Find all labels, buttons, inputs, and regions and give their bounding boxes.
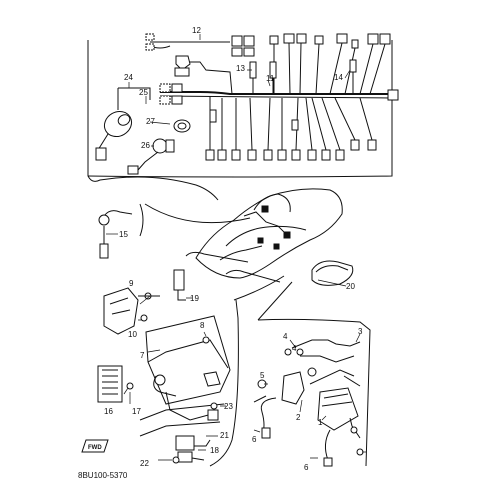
label-2: 2 — [296, 413, 301, 422]
fwd-mark-text: FWD — [88, 445, 102, 451]
label-25: 25 — [139, 88, 148, 97]
label-4b: 4 — [292, 344, 297, 353]
label-16: 16 — [104, 407, 113, 416]
footer-code: 8BU100-5370 — [78, 471, 128, 480]
wire-harness-panel — [87, 33, 399, 201]
part-labels: 12 13 11 14 24 25 27 26 15 20 9 19 10 8 … — [104, 26, 363, 472]
label-13: 13 — [236, 64, 245, 73]
label-8: 8 — [200, 321, 205, 330]
label-23: 23 — [224, 402, 233, 411]
label-15: 15 — [119, 230, 128, 239]
label-22: 22 — [140, 459, 149, 468]
label-26: 26 — [141, 141, 150, 150]
label-18: 18 — [210, 446, 219, 455]
label-19: 19 — [190, 294, 199, 303]
label-24: 24 — [124, 73, 133, 82]
label-6a: 6 — [252, 435, 257, 444]
label-7: 7 — [140, 351, 145, 360]
ignition-coil-group — [253, 318, 371, 467]
cdi-unit-group — [81, 269, 239, 467]
label-27: 27 — [146, 117, 155, 126]
label-6b: 6 — [304, 463, 309, 472]
snowmobile-outline — [144, 188, 354, 321]
label-1: 1 — [318, 418, 323, 427]
label-4a: 4 — [283, 332, 288, 341]
label-5a: 5 — [260, 371, 265, 380]
label-10: 10 — [128, 330, 137, 339]
label-14: 14 — [334, 73, 343, 82]
label-3: 3 — [358, 327, 363, 336]
label-9: 9 — [129, 279, 134, 288]
label-20: 20 — [346, 282, 355, 291]
label-11: 11 — [266, 74, 275, 83]
part-15-sensor — [98, 203, 144, 259]
label-21: 21 — [220, 431, 229, 440]
label-12: 12 — [192, 26, 201, 35]
label-17: 17 — [132, 407, 141, 416]
